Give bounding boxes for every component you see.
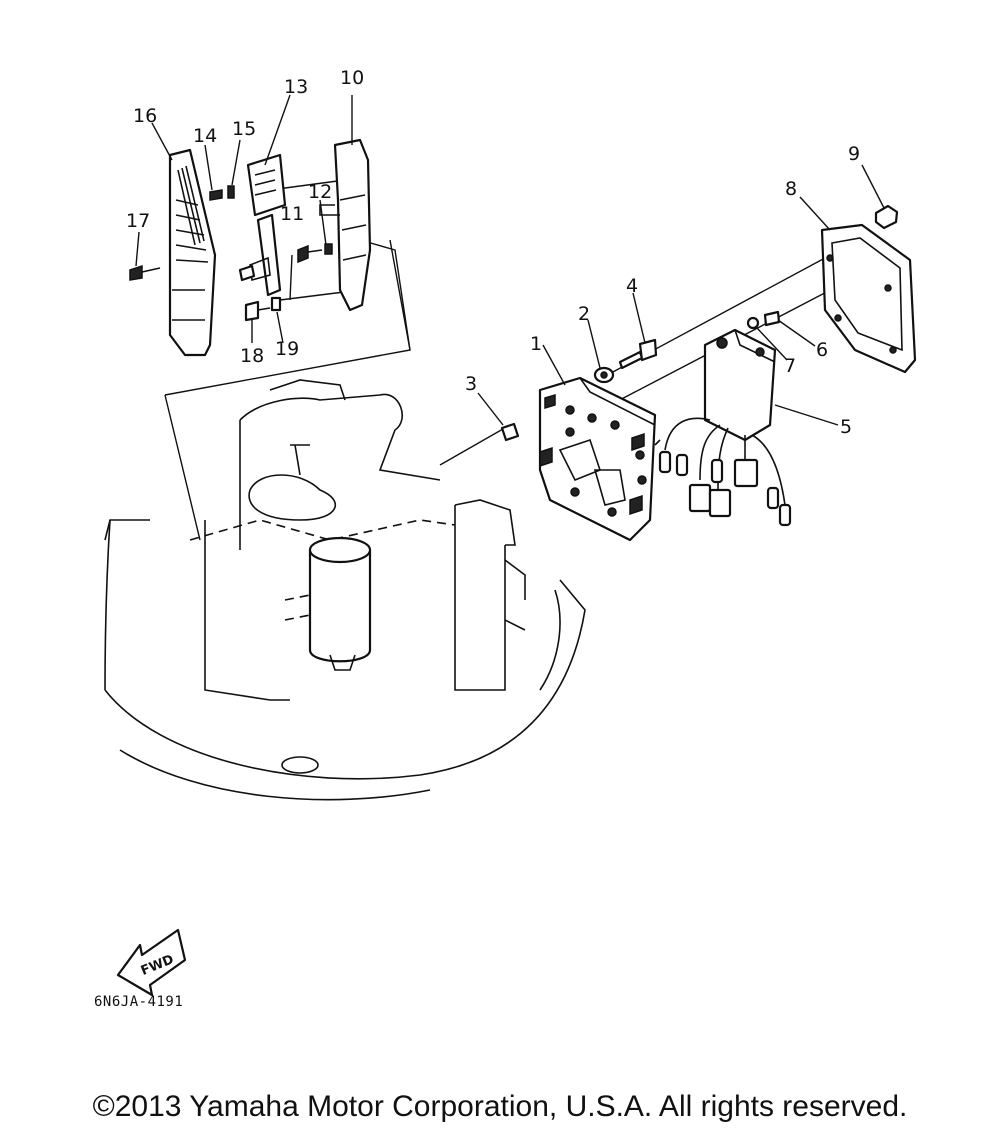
callout-14: 14 bbox=[193, 125, 217, 147]
callout-6: 6 bbox=[816, 339, 828, 361]
callout-12: 12 bbox=[308, 181, 332, 203]
callout-numbers: 1 2 3 4 5 6 7 8 9 10 11 12 13 14 15 16 1… bbox=[126, 67, 860, 438]
callout-15: 15 bbox=[232, 118, 256, 140]
part-10-bracket bbox=[319, 138, 372, 312]
part-1-plate bbox=[538, 376, 657, 542]
engine-lower-cowling bbox=[104, 379, 586, 801]
copyright-notice: ©2013 Yamaha Motor Corporation, U.S.A. A… bbox=[92, 1090, 908, 1123]
part-16-cover bbox=[168, 148, 217, 357]
callout-16: 16 bbox=[133, 105, 157, 127]
callout-19: 19 bbox=[275, 338, 299, 360]
fwd-arrow-icon: FWD bbox=[116, 928, 187, 997]
part-5-rectifier bbox=[654, 328, 792, 527]
callout-18: 18 bbox=[240, 345, 264, 367]
callout-2: 2 bbox=[578, 303, 590, 325]
part-2-4-bolts bbox=[500, 338, 658, 442]
callout-11: 11 bbox=[280, 203, 304, 225]
part-9-bolt bbox=[874, 204, 899, 230]
small-fasteners bbox=[129, 185, 333, 322]
callout-13: 13 bbox=[284, 76, 308, 98]
callout-9: 9 bbox=[848, 143, 860, 165]
callout-1: 1 bbox=[530, 333, 542, 355]
drawing-code: 6N6JA-4191 bbox=[94, 994, 183, 1010]
callout-7: 7 bbox=[784, 355, 796, 377]
callout-10: 10 bbox=[340, 67, 364, 89]
part-6-7-fasteners bbox=[746, 310, 781, 330]
starter-motor bbox=[284, 536, 372, 671]
callout-leaders bbox=[135, 94, 885, 426]
callout-8: 8 bbox=[785, 178, 797, 200]
callout-17: 17 bbox=[126, 210, 150, 232]
part-13-relay bbox=[246, 153, 287, 297]
parts-diagram: 1 2 3 4 5 6 7 8 9 10 11 12 13 14 15 16 1… bbox=[94, 67, 917, 1010]
callout-4: 4 bbox=[626, 275, 638, 297]
callout-5: 5 bbox=[840, 416, 852, 438]
part-8-gasket bbox=[820, 223, 917, 374]
callout-3: 3 bbox=[465, 373, 477, 395]
